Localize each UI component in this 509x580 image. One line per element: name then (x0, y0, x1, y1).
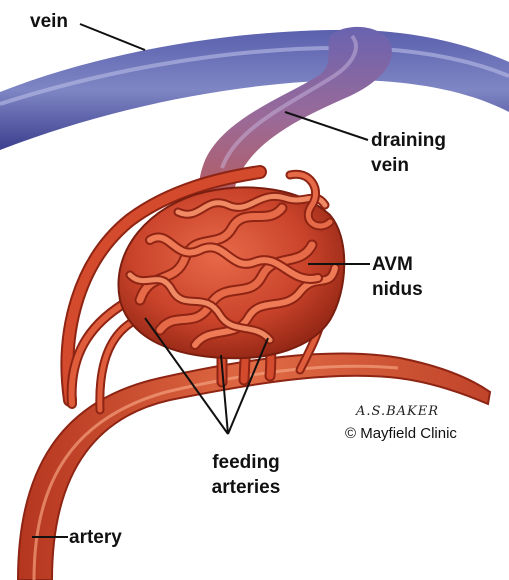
label-draining-vein: draining vein (371, 128, 446, 178)
label-draining-vein-line-1: draining (371, 128, 446, 153)
label-artery: artery (69, 525, 122, 550)
leader-draining-vein (285, 112, 368, 140)
label-draining-vein-line-2: vein (371, 153, 446, 178)
label-feeding-arteries: feeding arteries (190, 450, 302, 500)
copyright-credit: © Mayfield Clinic (345, 425, 457, 442)
artist-signature: A.S.BAKER (356, 404, 439, 419)
label-avm-nidus: AVM nidus (372, 252, 423, 302)
label-vein: vein (30, 9, 68, 34)
leader-vein (80, 24, 145, 50)
label-feeding-arteries-line-1: feeding (190, 450, 302, 475)
label-avm-nidus-line-2: nidus (372, 277, 423, 302)
label-avm-nidus-line-1: AVM (372, 252, 423, 277)
label-feeding-arteries-line-2: arteries (190, 475, 302, 500)
